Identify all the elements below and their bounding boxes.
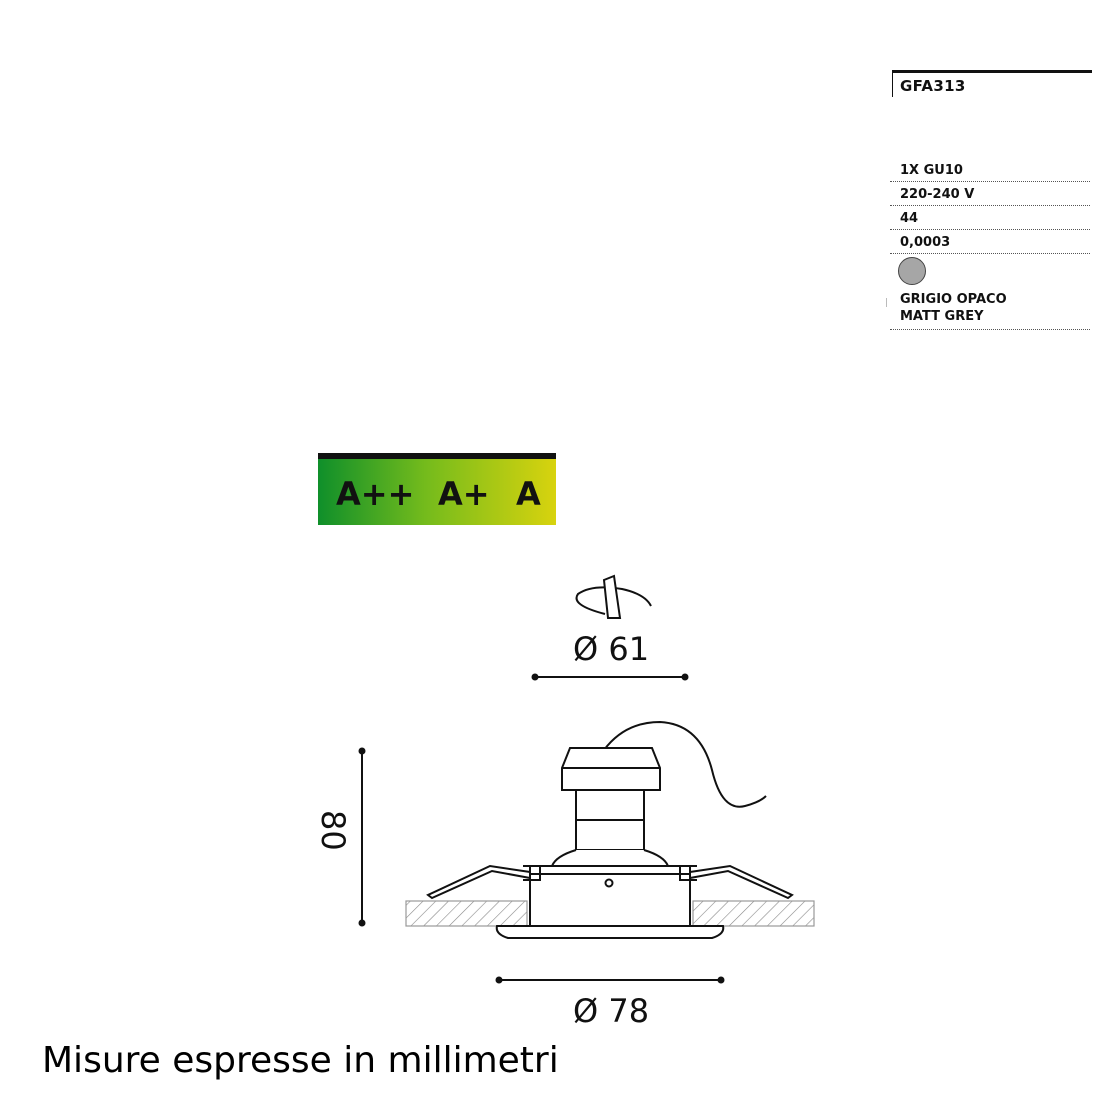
spec-value: 0,0003 xyxy=(900,235,951,250)
finish-tick xyxy=(886,298,887,307)
ceiling-section-right xyxy=(692,900,815,927)
finish-english: MATT GREY xyxy=(900,309,984,324)
spec-lamp: 1X GU10 xyxy=(900,163,963,178)
ceiling-section-left xyxy=(405,900,528,927)
spec-row-value: 0,0003 xyxy=(890,230,1090,254)
energy-class-a-plus-plus: A++ xyxy=(336,475,415,513)
outer-diameter-label: Ø 78 xyxy=(573,992,650,1030)
spec-ip: 44 xyxy=(900,211,919,226)
energy-class-a-plus: A+ xyxy=(438,475,490,513)
spec-voltage: 220-240 V xyxy=(900,187,975,202)
height-dimension-line xyxy=(358,747,366,927)
code-tick xyxy=(892,73,893,97)
height-label: 80 xyxy=(314,810,352,851)
spec-row-lamp: 1X GU10 xyxy=(890,158,1090,182)
energy-bar-top-rule xyxy=(318,453,556,459)
color-swatch xyxy=(898,257,926,285)
hole-diameter-dimension-line xyxy=(531,673,689,681)
spec-row-voltage: 220-240 V xyxy=(890,182,1090,206)
product-code: GFA313 xyxy=(900,77,966,95)
energy-class-bar: A++ A+ A xyxy=(318,453,556,525)
energy-class-a: A xyxy=(516,475,541,513)
code-rule xyxy=(892,70,1092,73)
hole-diameter-label: Ø 61 xyxy=(573,630,650,668)
adjustable-tilt-icon xyxy=(575,574,652,619)
downlight-fixture xyxy=(426,720,794,939)
spec-row-ip: 44 xyxy=(890,206,1090,230)
finish-box: GRIGIO OPACO MATT GREY xyxy=(886,292,1090,330)
measurement-note: Misure espresse in millimetri xyxy=(42,1040,559,1081)
finish-italian: GRIGIO OPACO xyxy=(900,292,1007,307)
outer-diameter-dimension-line xyxy=(495,976,725,984)
